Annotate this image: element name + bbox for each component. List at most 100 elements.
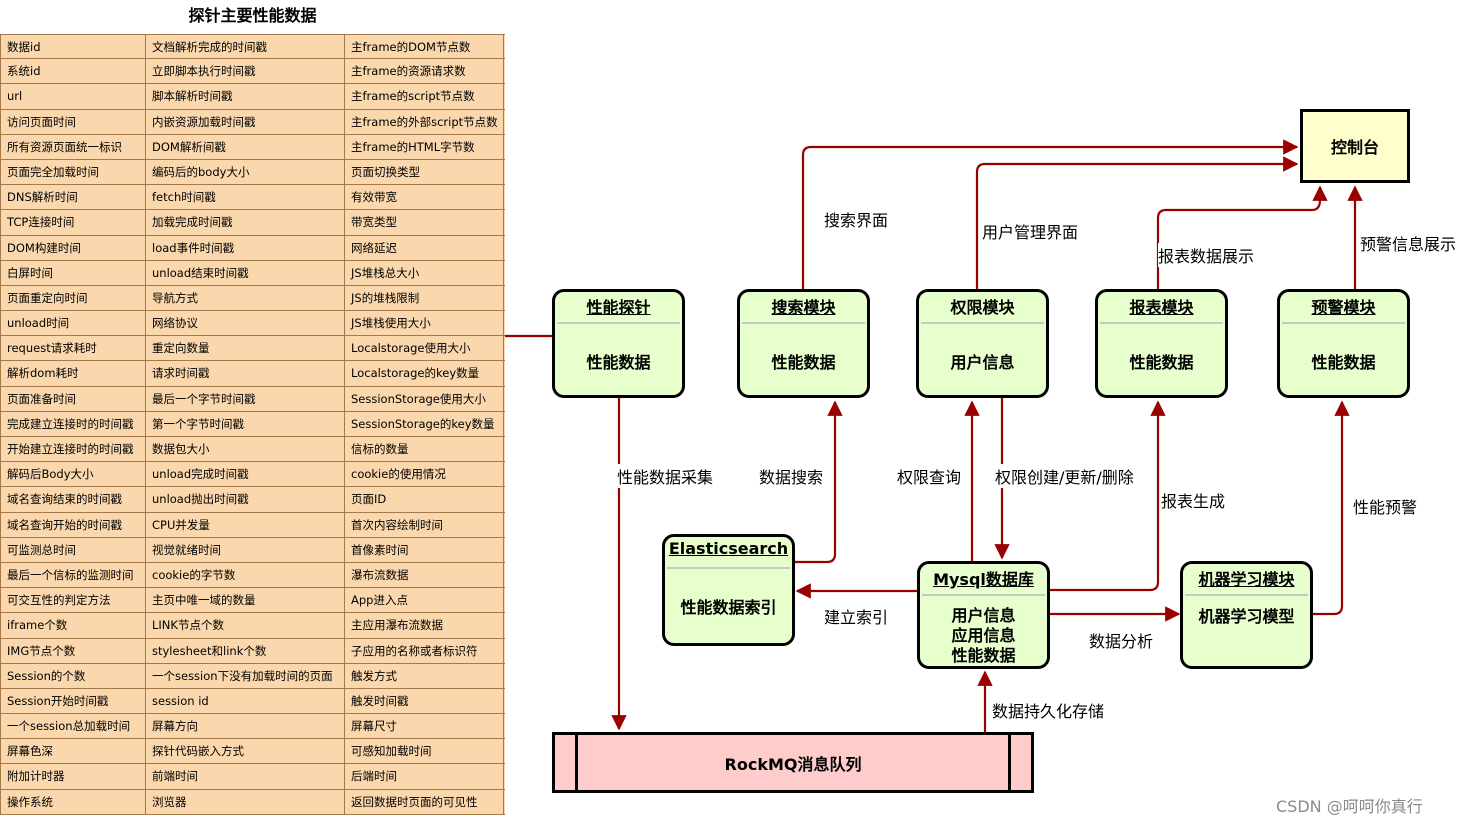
table-cell: 最后一个信标的监测时间 xyxy=(0,562,146,588)
alert-node: 预警模块 性能数据 xyxy=(1277,289,1410,398)
table-cell: 解码后Body大小 xyxy=(0,462,146,487)
table-cell: 文档解析完成的时间戳 xyxy=(146,35,345,59)
table-cell: DOM构建时间 xyxy=(0,235,146,260)
mysql-node-title: Mysql数据库 xyxy=(933,570,1034,589)
table-cell: JS堆栈使用大小 xyxy=(345,311,504,336)
table-cell: unload抛出时间戳 xyxy=(146,487,345,512)
table-cell: 返回数据时页面的可见性 xyxy=(345,789,504,814)
console-node: 控制台 xyxy=(1300,109,1410,183)
table-cell: session id xyxy=(146,688,345,714)
table-cell: request请求耗时 xyxy=(0,336,146,361)
edge-label-persist: 数据持久化存储 xyxy=(992,698,1105,722)
table-cell: CPU并发量 xyxy=(146,512,345,537)
elasticsearch-node-title: Elasticsearch xyxy=(668,539,789,558)
table-cell: 后端时间 xyxy=(345,764,504,789)
table-row: 可监测总时间视觉就绪时间首像素时间 xyxy=(0,537,505,563)
edge-label-user-mgmt-ui: 用户管理界面 xyxy=(982,219,1079,243)
table-cell: 数据id xyxy=(0,35,146,59)
table-cell: 立即脚本执行时间戳 xyxy=(146,59,345,84)
table-cell: 所有资源页面统一标识 xyxy=(0,134,146,159)
table-cell: 触发方式 xyxy=(345,663,504,688)
table-cell: 一个session总加载时间 xyxy=(0,714,146,739)
rockmq-queue-node: RockMQ消息队列 xyxy=(552,732,1034,793)
report-node-title: 报表模块 xyxy=(1129,298,1194,317)
alert-node-title: 预警模块 xyxy=(1311,298,1376,317)
table-row: 访问页面时间内嵌资源加载时间戳主frame的外部script节点数 xyxy=(0,109,505,135)
table-cell: 主应用瀑布流数据 xyxy=(345,613,504,638)
auth-node-title: 权限模块 xyxy=(950,298,1015,317)
table-row: 一个session总加载时间屏幕方向屏幕尺寸 xyxy=(0,714,505,740)
table-cell: 屏幕方向 xyxy=(146,714,345,739)
table-cell: unload时间 xyxy=(0,311,146,336)
table-cell: 页面ID xyxy=(345,487,504,512)
table-cell: 页面重定向时间 xyxy=(0,285,146,311)
table-cell: LINK节点个数 xyxy=(146,613,345,638)
table-cell: 开始建立连接时的时间戳 xyxy=(0,437,146,462)
table-row: 屏幕色深探针代码嵌入方式可感知加载时间 xyxy=(0,739,505,765)
elasticsearch-node-body: 性能数据索引 xyxy=(680,598,777,617)
table-cell: url xyxy=(0,84,146,109)
table-cell: 重定向数量 xyxy=(146,336,345,361)
probe-node-title: 性能探针 xyxy=(586,298,651,317)
table-cell: Session开始时间戳 xyxy=(0,688,146,714)
table-cell: 主frame的外部script节点数 xyxy=(345,109,504,134)
edge-search-console xyxy=(801,139,1299,292)
table-cell: IMG节点个数 xyxy=(0,638,146,663)
table-cell: 瀑布流数据 xyxy=(345,562,504,588)
table-cell: 完成建立连接时的时间戳 xyxy=(0,411,146,436)
table-cell: 信标的数量 xyxy=(345,437,504,462)
table-cell: 页面切换类型 xyxy=(345,159,504,185)
table-cell: 编码后的body大小 xyxy=(146,159,345,185)
search-node-title: 搜索模块 xyxy=(771,298,836,317)
table-cell: 探针代码嵌入方式 xyxy=(146,739,345,764)
edge-auth-console xyxy=(975,156,1299,292)
edge-report-console xyxy=(1156,185,1328,292)
edge-es-search xyxy=(795,400,843,564)
table-cell: 带宽类型 xyxy=(345,210,504,235)
table-cell: 触发时间戳 xyxy=(345,688,504,714)
table-cell: unload结束时间戳 xyxy=(146,260,345,285)
table-cell: unload完成时间戳 xyxy=(146,462,345,487)
mq-right-bar xyxy=(1008,735,1011,790)
mysql-node-body-perf: 性能数据 xyxy=(951,646,1016,665)
table-cell: 视觉就绪时间 xyxy=(146,537,345,562)
search-node: 搜索模块 性能数据 xyxy=(737,289,870,398)
table-cell: 主frame的资源请求数 xyxy=(345,59,504,84)
elasticsearch-node: Elasticsearch 性能数据索引 xyxy=(662,534,795,646)
table-cell: 数据包大小 xyxy=(146,437,345,462)
table-cell: 域名查询结束的时间戳 xyxy=(0,487,146,512)
mysql-node: Mysql数据库 用户信息 应用信息 性能数据 xyxy=(917,561,1050,669)
table-cell: 脚本解析时间戳 xyxy=(146,84,345,109)
alert-node-body: 性能数据 xyxy=(1311,353,1376,372)
table-cell: 可监测总时间 xyxy=(0,537,146,562)
table-cell: 内嵌资源加载时间戳 xyxy=(146,109,345,134)
search-node-body: 性能数据 xyxy=(771,353,836,372)
edge-label-report-display: 报表数据展示 xyxy=(1158,243,1255,267)
table-cell: 屏幕尺寸 xyxy=(345,714,504,739)
table-cell: cookie的使用情况 xyxy=(345,462,504,487)
table-cell: 导航方式 xyxy=(146,285,345,311)
table-cell: 屏幕色深 xyxy=(0,739,146,764)
table-cell: JS的堆栈限制 xyxy=(345,285,504,311)
table-title: 探针主要性能数据 xyxy=(188,6,317,25)
probe-node: 性能探针 性能数据 xyxy=(552,289,685,398)
probe-node-body: 性能数据 xyxy=(586,353,651,372)
auth-node: 权限模块 用户信息 xyxy=(916,289,1049,398)
table-cell: 主frame的DOM节点数 xyxy=(345,35,504,59)
edge-label-alert-display: 预警信息展示 xyxy=(1360,231,1457,255)
table-row: Session的个数一个session下没有加载时间的页面触发方式 xyxy=(0,663,505,689)
table-row: 页面完全加载时间编码后的body大小页面切换类型 xyxy=(0,159,505,186)
